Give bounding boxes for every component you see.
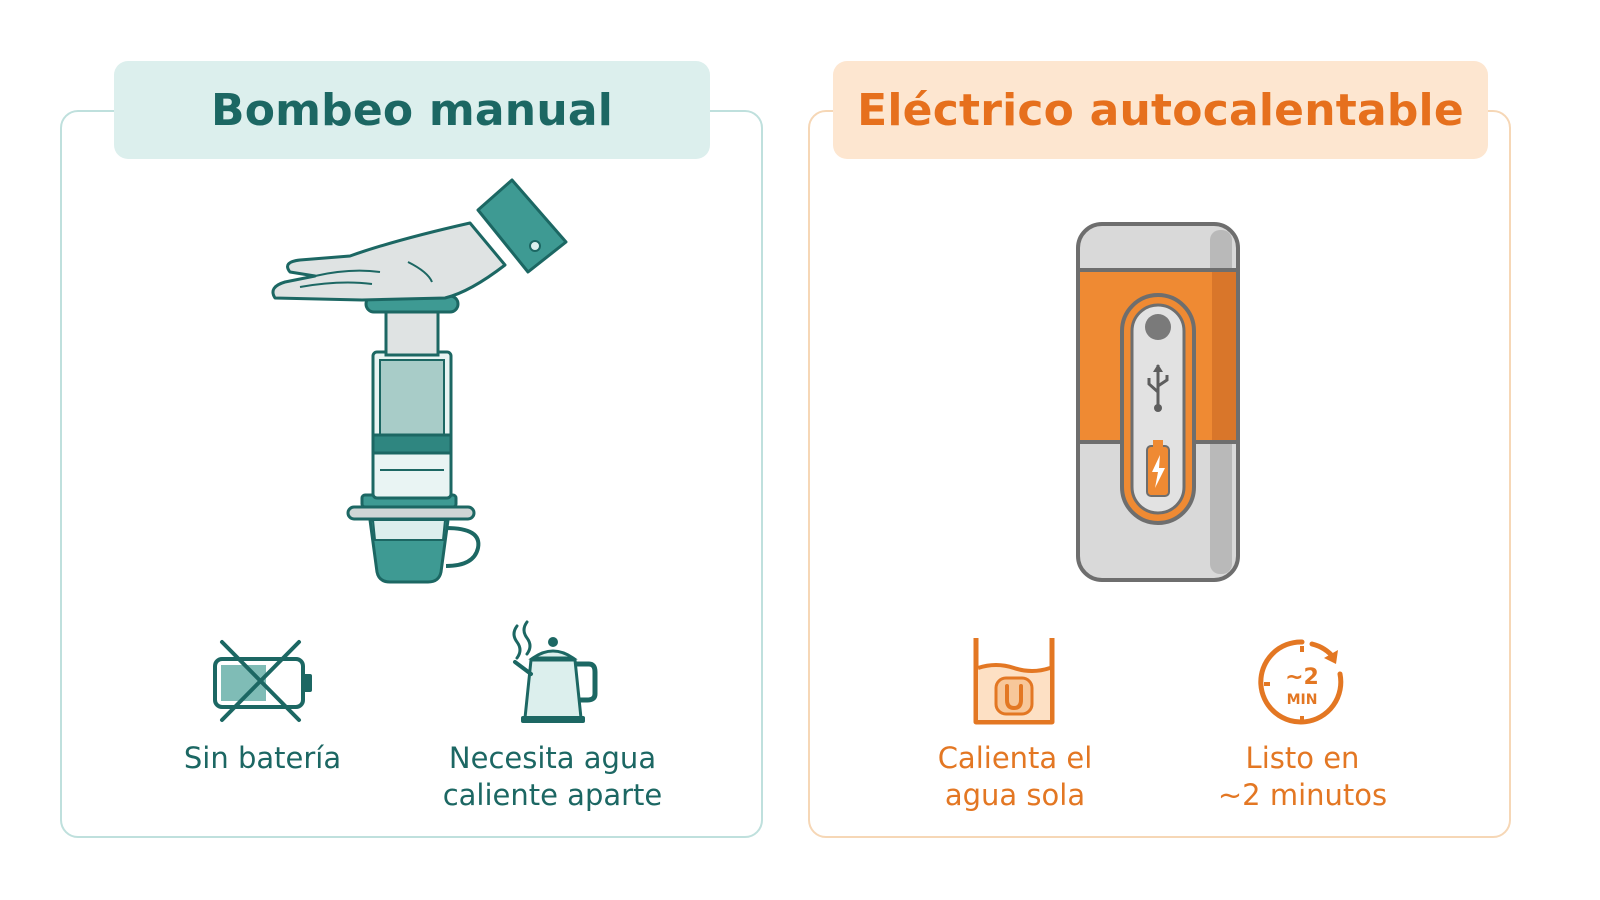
timer-top-label: ~2 <box>1285 665 1319 690</box>
timer-bottom-label: MIN <box>1287 692 1318 708</box>
no-battery-icon <box>213 640 312 722</box>
hand-press-espresso-maker-icon <box>271 178 568 584</box>
portable-electric-espresso-maker-icon <box>1076 222 1240 582</box>
hot-kettle-icon <box>512 620 598 723</box>
needs-hot-water-caption: Necesita agua caliente aparte <box>442 741 663 812</box>
timer-icon: ~2 MIN <box>1258 639 1344 725</box>
ready-time-caption: Listo en ~2 minutos <box>1217 741 1388 812</box>
water-heating-icon <box>973 638 1055 725</box>
manual-pump-title: Bombeo manual <box>114 61 710 159</box>
no-battery-caption: Sin batería <box>183 741 342 775</box>
heats-water-caption: Calienta el agua sola <box>937 741 1093 812</box>
electric-selfheating-title: Eléctrico autocalentable <box>833 61 1488 159</box>
